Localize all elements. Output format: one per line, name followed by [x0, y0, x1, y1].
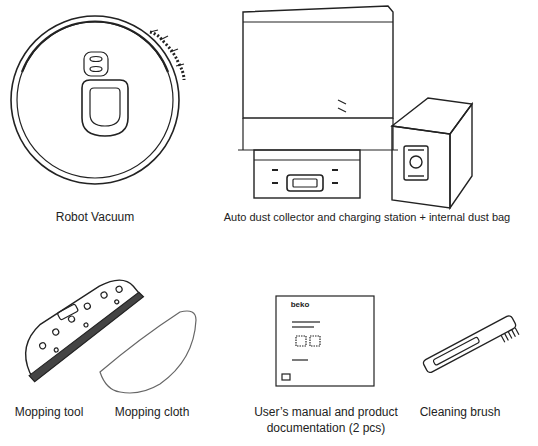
- item-caption: Mopping cloth: [102, 405, 202, 421]
- item-caption: Mopping tool: [3, 405, 95, 421]
- mopping-cloth: [100, 311, 196, 393]
- charging-station: [238, 6, 398, 198]
- item-caption: User’s manual and product documentation …: [251, 405, 401, 436]
- item-caption: Auto dust collector and charging station…: [207, 210, 527, 224]
- mopping-tool: [8, 270, 155, 382]
- user-manual: [276, 296, 374, 386]
- brand-logo: beko: [291, 300, 310, 310]
- item-caption: Cleaning brush: [405, 405, 515, 421]
- dust-bag: [392, 98, 472, 208]
- item-caption: Robot Vacuum: [10, 210, 180, 226]
- cleaning-brush: [422, 314, 521, 380]
- robot-vacuum: [11, 16, 184, 184]
